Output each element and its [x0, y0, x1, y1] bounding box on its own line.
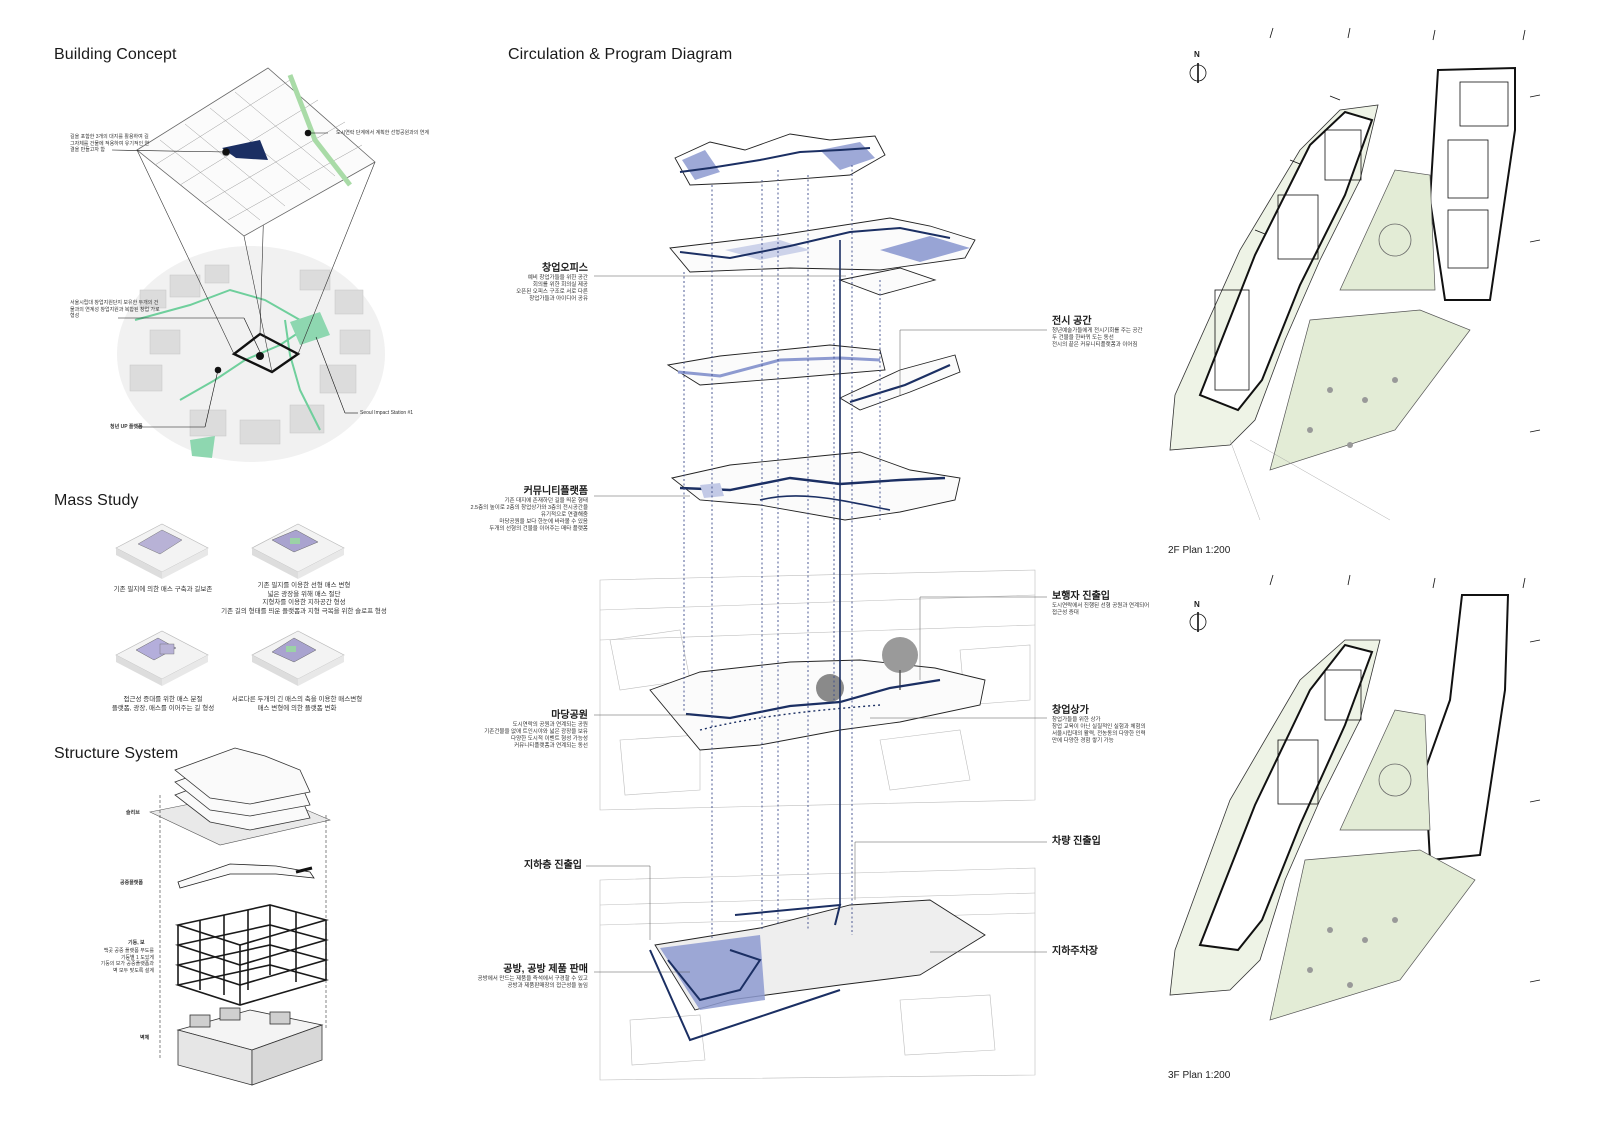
program-leaders — [586, 275, 1047, 973]
startup-office-body: 예비 창업가들을 위한 공간 회의를 위한 회의실 제공 오픈된 오피스 구조로… — [516, 275, 588, 302]
exhibition-body: 청년예술가들에게 전시기회를 주는 공간 두 건물을 한바퀴 도는 동선 전시의… — [1052, 328, 1143, 348]
heading-circulation-diagram: Circulation & Program Diagram — [508, 46, 733, 63]
map-site-highlight — [222, 140, 268, 160]
aerial-base-disc — [117, 246, 385, 462]
label-yard-park: 마당공원 도시연락의 공원과 연계되는 공원 기존건물을 없애 트인시야와 넓은… — [440, 710, 588, 750]
structure-walls — [176, 1007, 324, 1086]
plan-2f-caption: 2F Plan 1:200 — [1168, 545, 1231, 556]
mass-caption-2: 기존 필지를 이용한 선형 매스 변형 넓은 광장을 위해 매스 절단 지형차를… — [221, 582, 387, 615]
label-workshop: 공방, 공방 제품 판매 공방에서 만드는 제품을 즉석에서 구경할 수 있고 … — [440, 964, 588, 990]
label-basement-access: 지하층 진출입 — [524, 860, 582, 871]
yard-body: 도시연락의 공원과 연계되는 공원 기존건물을 없애 트인시야와 넓은 광장을 … — [484, 722, 588, 749]
exhibition-title: 전시 공간 — [1052, 316, 1092, 327]
label-startup-office: 창업오피스 예비 창업가들을 위한 공간 회의를 위한 회의실 제공 오픈된 오… — [460, 263, 588, 303]
concept-note-site: 길을 포함한 3개의 대지를 활용하여 길 그자체를 건물에 적용하여 유기적인… — [70, 134, 150, 153]
level-basement — [649, 899, 986, 1042]
site-outline — [231, 332, 301, 374]
level-community — [670, 451, 961, 521]
structure-frame — [174, 904, 329, 1006]
level-top-offices — [674, 133, 886, 186]
community-title: 커뮤니티플랫폼 — [523, 486, 588, 497]
plan-tree-icon-3f — [1378, 763, 1412, 797]
north-label-2f: N — [1194, 50, 1200, 59]
structure-label-frame: 기둥, 보 — [128, 940, 145, 946]
vertical-circulation — [683, 165, 881, 938]
map-street-grid — [154, 79, 363, 221]
structure-label-frame-body: 백곳 공중 플랫폼 무도를 기등별 1 도있게 기둥의 보가 공중플랫폼과 벽 … — [100, 948, 154, 974]
mass-caption-4: 서로다른 두개의 긴 매스의 축을 이용한 매스변형 매스 변형에 의한 플랫폼… — [231, 696, 363, 712]
concept-note-park: 도시연락 단계에서 계획한 선형공원과의 연계 — [336, 130, 429, 136]
label-exhibition: 전시 공간 청년예술가들에게 전시기회를 주는 공간 두 건물을 한바퀴 도는 … — [1052, 316, 1182, 349]
label-startup-shops: 창업상가 창업가들을 위한 상가 창업 교육이 아닌 실질적인 실험과 체험의 … — [1052, 705, 1172, 745]
label-vehicle-access: 차량 진출입 — [1052, 836, 1101, 847]
projection-lines — [136, 67, 376, 373]
mass-model-2 — [251, 523, 345, 579]
mass-caption-1: 기존 필지에 의한 매스 구축과 길보존 — [113, 586, 213, 593]
yard-title: 마당공원 — [551, 710, 588, 721]
heading-structure-system: Structure System — [54, 745, 179, 762]
pedestrian-title: 보행자 진출입 — [1052, 591, 1110, 602]
floating-map — [136, 67, 376, 237]
level-office — [669, 217, 976, 296]
plan-3f-caption: 3F Plan 1:200 — [1168, 1070, 1231, 1081]
structure-label-slab: 슬리브 — [126, 810, 140, 816]
tree-icon-2 — [882, 637, 918, 673]
label-community-platform: 커뮤니티플랫폼 기존 대지에 존재하던 길을 띄운 형태 2.5층의 높이로 2… — [440, 486, 588, 533]
structure-label-walls: 벽체 — [140, 1035, 150, 1041]
community-body: 기존 대지에 존재하던 길을 띄운 형태 2.5층의 높이로 2층의 창업상가와… — [470, 498, 588, 532]
concept-note-station: Seoul Impact Station #1 — [360, 410, 414, 416]
mass-model-4 — [251, 630, 345, 686]
workshop-body: 공방에서 만드는 제품을 즉석에서 구경할 수 있고 공방과 제품판매장의 접근… — [477, 976, 588, 989]
basement-context — [599, 867, 1036, 1081]
label-underground-parking: 지하주차장 — [1052, 946, 1098, 957]
shops-title: 창업상가 — [1052, 705, 1089, 716]
aerial-city-blocks — [129, 264, 371, 445]
structure-label-platform: 공중플랫폼 — [120, 880, 144, 886]
structure-guides — [159, 795, 327, 1060]
label-pedestrian-access: 보행자 진출입 도시연락에서 진행된 선형 공원과 연계되어 접근성 증대 — [1052, 591, 1182, 617]
north-arrow-2f — [1189, 63, 1207, 83]
concept-note-platform: 청년 UP 플랫폼 — [110, 424, 143, 430]
plan-3f — [1169, 594, 1510, 1021]
startup-office-title: 창업오피스 — [542, 263, 588, 274]
shops-body: 창업가들을 위한 상가 창업 교육이 아닌 실질적인 실험과 체험의 서울시립대… — [1052, 717, 1146, 744]
structure-platform — [177, 863, 315, 889]
mass-model-3 — [115, 630, 209, 686]
heading-building-concept: Building Concept — [54, 46, 177, 63]
ground-context — [599, 569, 1036, 811]
mass-caption-3: 접근성 증대를 위한 매스 분절 플랫폼, 광장, 매스를 이어주는 길 형성 — [111, 696, 215, 712]
concept-leaders — [111, 129, 358, 428]
tree-icon — [816, 674, 844, 702]
level-ground — [649, 637, 986, 751]
north-label-3f: N — [1194, 600, 1200, 609]
green-linear-park — [134, 288, 321, 431]
mass-model-1 — [115, 523, 209, 579]
north-arrow-3f — [1189, 612, 1207, 632]
plan-grid-ticks — [1254, 27, 1541, 983]
pedestrian-body: 도시연락에서 진행된 선형 공원과 연계되어 접근성 증대 — [1052, 603, 1150, 616]
concept-note-startup: 서울시립대 창업지원단지 보유한 두개의 건물과의 연계성 창업지원과 복합된 … — [70, 300, 160, 319]
workshop-title: 공방, 공방 제품 판매 — [503, 964, 588, 975]
heading-mass-study: Mass Study — [54, 492, 139, 509]
green-park-patches — [190, 312, 330, 458]
level-exhibition — [666, 344, 961, 411]
plan-tree-icon — [1378, 223, 1412, 257]
plan-2f — [1169, 66, 1516, 521]
